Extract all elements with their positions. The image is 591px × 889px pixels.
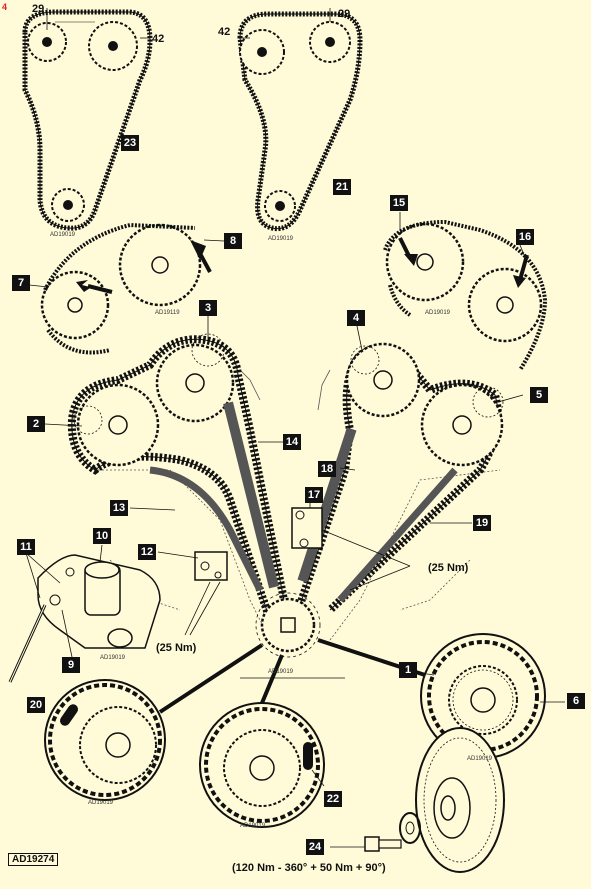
- chain-guide-18: [297, 427, 357, 583]
- camshaft-sprocket-left-exhaust: [73, 383, 160, 467]
- reference-label: AD19274: [8, 853, 59, 866]
- callout-20: 20: [27, 697, 45, 713]
- tooth-marker-29-right: 29: [338, 8, 351, 20]
- callout-18: 18: [318, 461, 336, 477]
- inset-right-cam-alignment: [383, 219, 548, 372]
- callout-5: 5: [530, 387, 548, 403]
- chain-guide-14: [223, 401, 279, 589]
- callout-19: 19: [473, 515, 491, 531]
- drawing-code: AD19019: [240, 823, 266, 829]
- inset-right-bank-chain: [237, 8, 363, 232]
- callout-10: 10: [93, 528, 111, 544]
- tensioner-detail: [8, 554, 161, 683]
- callout-9: 9: [62, 657, 80, 673]
- leader-lines: [19, 212, 565, 848]
- tooth-marker-42-left: 42: [152, 33, 165, 45]
- torque-left-tensioner: (25 Nm): [156, 642, 197, 654]
- callout-23: 23: [121, 135, 139, 151]
- corner-mark: 4: [2, 2, 8, 12]
- torque-crank-bolt: (120 Nm - 360° + 50 Nm + 90°): [232, 862, 386, 874]
- drawing-code: AD19019: [88, 800, 114, 806]
- crankshaft-pulley: [415, 727, 505, 873]
- drawing-code-alt: AD19119: [155, 310, 180, 316]
- alignment-arrow-icon: [513, 275, 526, 288]
- primary-chain-left: [67, 335, 289, 622]
- callout-7: 7: [12, 275, 30, 291]
- callout-6: 6: [567, 693, 585, 709]
- callout-15: 15: [390, 195, 408, 211]
- callout-17: 17: [305, 487, 323, 503]
- sprocket-29-left: [27, 22, 67, 62]
- torque-right-tensioner: (25 Nm): [428, 562, 469, 574]
- callout-13: 13: [110, 500, 128, 516]
- drawing-code: AD19019: [268, 669, 294, 675]
- callout-22: 22: [324, 791, 342, 807]
- camshaft-sprocket-left-intake: [155, 333, 235, 423]
- alignment-arrow-icon: [76, 280, 110, 292]
- crank-detail-20: [44, 679, 166, 801]
- inset-left-bank-chain: [22, 8, 153, 231]
- callout-8: 8: [224, 233, 242, 249]
- callout-2: 2: [27, 416, 45, 432]
- tooth-marker-42-right: 42: [218, 26, 231, 38]
- sprocket-lower-left-inset: [51, 188, 85, 222]
- callout-11: 11: [17, 539, 35, 555]
- inset-left-cam-alignment: [40, 222, 212, 355]
- callout-3: 3: [199, 300, 217, 316]
- callout-12: 12: [138, 544, 156, 560]
- tensioner-12: [194, 551, 228, 581]
- callout-16: 16: [516, 229, 534, 245]
- callout-24: 24: [306, 839, 324, 855]
- crankshaft-sprocket: [255, 592, 321, 658]
- camshaft-sprocket-right-intake: [345, 342, 421, 418]
- tensioner-17: [291, 507, 323, 549]
- tooth-marker-29-left: 29: [32, 3, 45, 15]
- sprocket-42-left: [88, 21, 138, 71]
- alignment-arrow-icon: [404, 254, 418, 266]
- drawing-code: AD19019: [100, 655, 126, 661]
- crank-detail-22: [199, 702, 325, 828]
- callout-1: 1: [399, 662, 417, 678]
- drawing-code: AD19019: [467, 756, 493, 762]
- callout-14: 14: [283, 434, 301, 450]
- tensioner-blade-13: [149, 466, 264, 592]
- washer: [399, 812, 421, 844]
- drawing-code: AD19019: [50, 232, 76, 238]
- camshaft-sprocket-right-exhaust: [420, 383, 504, 467]
- callout-4: 4: [347, 310, 365, 326]
- chain-guide-19: [337, 467, 458, 603]
- callout-21: 21: [333, 179, 351, 195]
- drawing-code: AD19019: [268, 236, 294, 242]
- drawing-code: AD19019: [425, 310, 451, 316]
- crankshaft-bolt: [364, 836, 402, 852]
